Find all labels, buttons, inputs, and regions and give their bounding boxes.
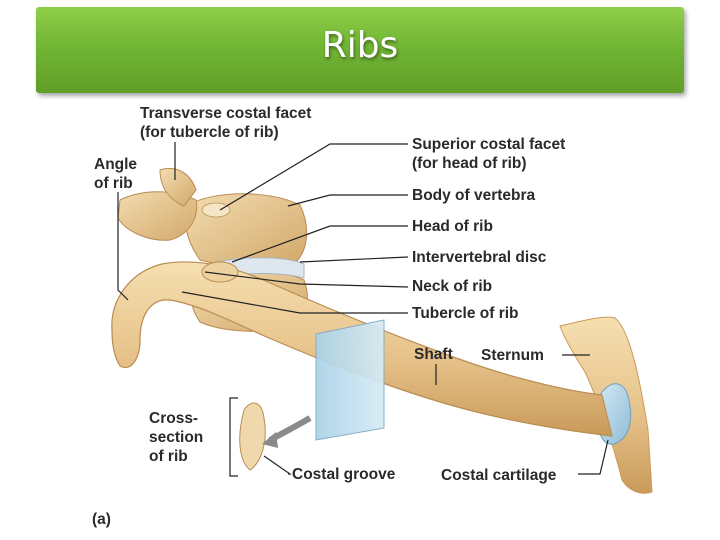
label-tubercle-of-rib: Tubercle of rib [412,305,519,322]
label-superior-costal-facet-line2: (for head of rib) [412,155,527,172]
facet-spot [201,202,231,218]
spinous-upper [159,167,197,207]
label-neck-of-rib: Neck of rib [412,278,493,295]
section-plane [315,319,385,441]
slide-title: Ribs [321,24,399,66]
label-cross-section-line3: of rib [149,448,188,465]
label-costal-cartilage: Costal cartilage [441,467,557,484]
label-cross-section-line2: section [149,429,204,446]
vertebra-body [184,193,308,267]
label-superior-costal-facet-line1: Superior costal facet [412,136,566,153]
label-angle-of-rib-line1: Angle [94,156,138,173]
label-body-of-vertebra: Body of vertebra [412,187,536,204]
label-angle-of-rib-line2: of rib [94,175,133,192]
transverse-process [117,191,198,241]
label-intervertebral-disc: Intervertebral disc [412,249,547,266]
cross-section-bracket [229,397,238,477]
leader-lines [117,142,609,475]
label-head-of-rib: Head of rib [412,218,493,235]
label-shaft: Shaft [414,346,453,363]
label-sternum: Sternum [481,347,544,364]
label-cross-section-line1: Cross- [149,410,199,427]
label-transverse-costal-facet-line1: Transverse costal facet [140,105,312,122]
label-transverse-costal-facet-line2: (for tubercle of rib) [140,124,279,141]
panel-letter: (a) [92,511,111,528]
label-costal-groove: Costal groove [292,466,396,483]
title-banner: Ribs [36,7,684,93]
rib-head-shape [201,261,239,283]
cross-section-shape [239,402,266,471]
curved-arrow-head [262,432,278,448]
